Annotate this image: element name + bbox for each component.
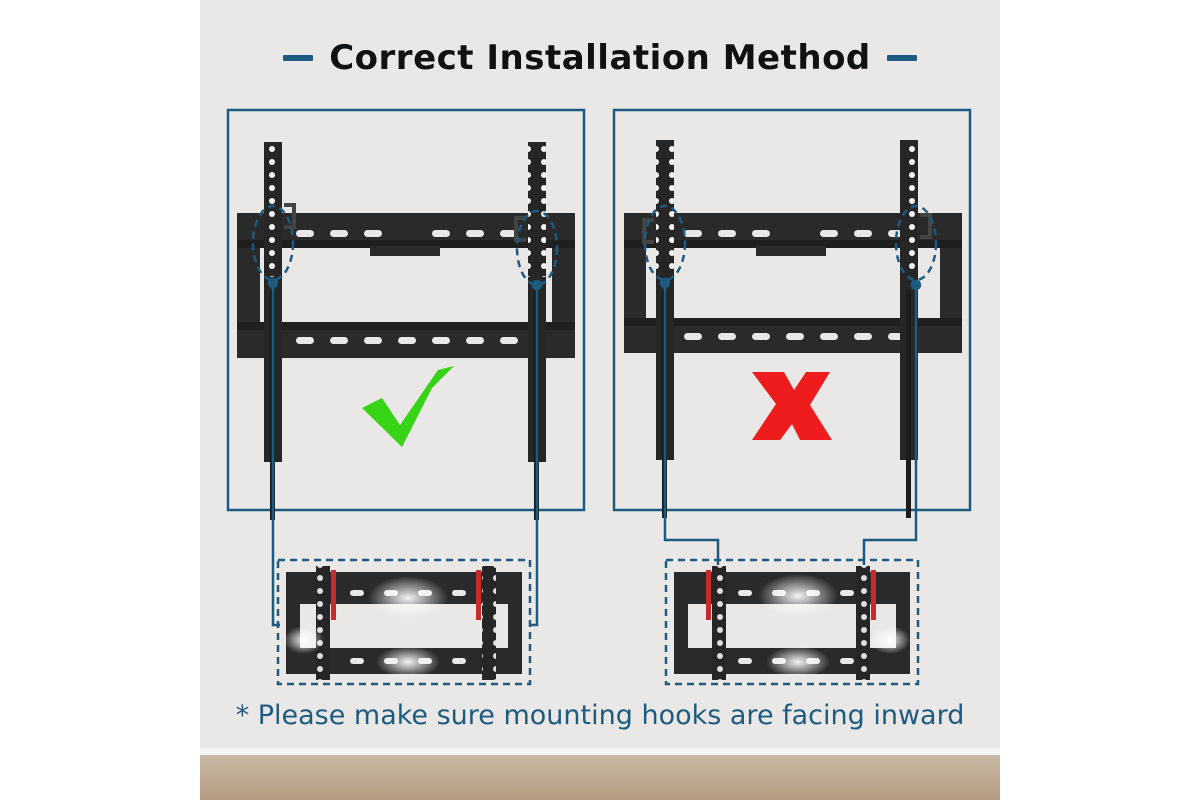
- correct-hook-highlight-left: [251, 204, 295, 282]
- correct-hook-highlight-right: [515, 209, 559, 287]
- illustration-stage: Correct Installation Method: [200, 0, 1000, 800]
- title-dash-left: [283, 55, 314, 61]
- incorrect-detail-view: [664, 558, 920, 686]
- incorrect-panel: [612, 108, 972, 565]
- incorrect-vertical-arm-right: [900, 140, 918, 518]
- incorrect-detail-frame: [664, 558, 920, 686]
- correct-wall-plate: [237, 213, 575, 358]
- correct-panel-frame: [226, 108, 586, 512]
- baseboard: [200, 748, 1000, 755]
- cross-mark-icon: [752, 372, 832, 440]
- wood-floor: [200, 755, 1000, 800]
- installation-note: * Please make sure mounting hooks are fa…: [235, 700, 965, 731]
- correct-detail-view: [276, 558, 532, 686]
- incorrect-leader-lines: [659, 277, 922, 565]
- correct-panel: [226, 108, 586, 627]
- correct-detail-frame: [276, 558, 532, 686]
- incorrect-hook-highlight-right: [894, 204, 938, 282]
- incorrect-panel-frame: [612, 108, 972, 512]
- title-row: Correct Installation Method: [200, 30, 1000, 86]
- incorrect-hook-highlight-left: [643, 204, 687, 282]
- installation-diagram: [226, 108, 972, 686]
- check-mark-icon: [362, 366, 454, 447]
- page-title: Correct Installation Method: [329, 38, 871, 78]
- title-dash-right: [886, 55, 917, 61]
